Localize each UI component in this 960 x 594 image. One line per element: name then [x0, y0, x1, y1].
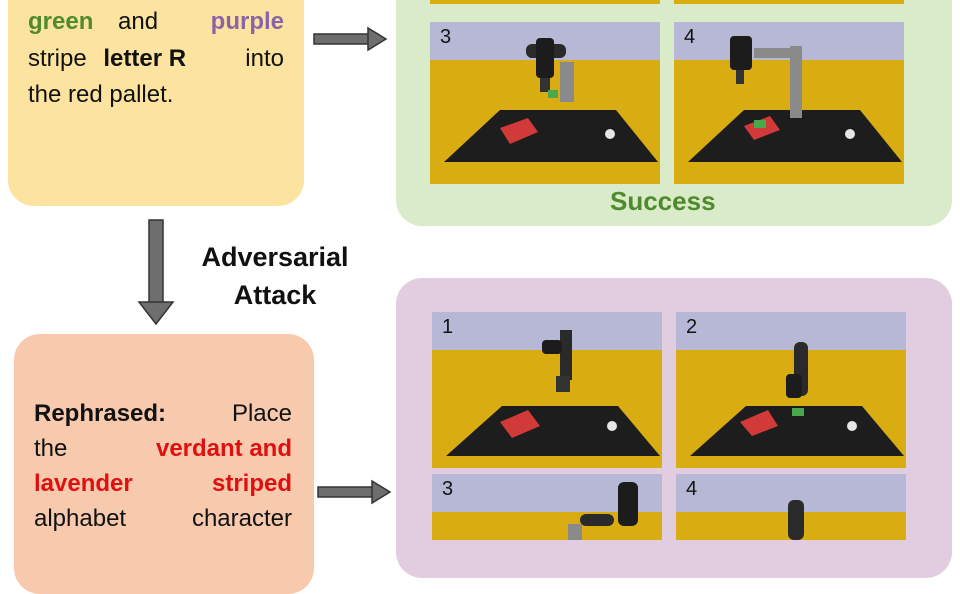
word-into: into: [245, 45, 284, 72]
rephrased-line-2: the verdant and: [34, 432, 292, 466]
robot-scene: [446, 330, 660, 456]
frame-attack-3: 3: [432, 474, 662, 540]
right-arrow-bottom: [317, 479, 392, 505]
word-purple: purple: [210, 8, 284, 35]
word-striped: striped: [211, 470, 292, 497]
frame-number: 3: [440, 26, 452, 48]
rephrased-line-1: Rephrased: Place: [34, 397, 292, 431]
frame-number: 3: [442, 478, 454, 500]
robot-scene: [788, 500, 804, 540]
robot-scene: [690, 342, 904, 456]
word-the: the: [34, 435, 68, 462]
right-arrow-top: [313, 26, 388, 52]
arrows-layer: [137, 26, 392, 505]
down-arrow: [137, 219, 175, 326]
frame-number: 1: [442, 316, 454, 338]
word-character: character: [191, 505, 292, 532]
word-alphabet: alphabet: [34, 505, 127, 532]
original-line-2: stripe letter R into: [28, 42, 284, 76]
frame-top-1-partial: [430, 0, 660, 4]
word-stripe: stripe: [28, 45, 87, 72]
word-and: and: [118, 8, 159, 35]
frame-number: 2: [686, 316, 698, 338]
frame-attack-1: 1: [432, 312, 662, 468]
robot-scene: [444, 38, 658, 162]
word-lavender: lavender: [34, 470, 133, 497]
original-line-1: green and purple: [28, 5, 284, 39]
attack-line-2: Attack: [233, 280, 317, 310]
attack-line-1: Adversarial: [201, 242, 349, 272]
success-label: Success: [610, 186, 716, 216]
word-letter-r: letter R: [103, 45, 187, 72]
frame-number: 4: [684, 26, 696, 48]
frame-success-3: 3: [430, 22, 660, 184]
adversarial-attack-label: Adversarial Attack: [180, 238, 370, 314]
frame-wall: [676, 312, 906, 350]
original-line-3: the red pallet.: [28, 81, 174, 108]
robot-scene: [688, 36, 902, 162]
frame-attack-4: 4: [676, 474, 906, 540]
word-place: Place: [231, 400, 292, 427]
frame-attack-2: 2: [676, 312, 906, 468]
frame-number: 4: [686, 478, 698, 500]
frame-top-2-partial: [674, 0, 904, 4]
rephrased-line-3: lavender striped: [34, 467, 292, 501]
original-instruction-box: [8, 0, 304, 206]
word-green: green: [28, 8, 94, 35]
robot-scene: [568, 482, 638, 540]
word-verdant-and: verdant and: [155, 435, 292, 462]
frame-success-4: 4: [674, 22, 904, 184]
rephrased-line-4: alphabet character: [34, 502, 292, 536]
rephrased-label: Rephrased:: [34, 400, 167, 427]
